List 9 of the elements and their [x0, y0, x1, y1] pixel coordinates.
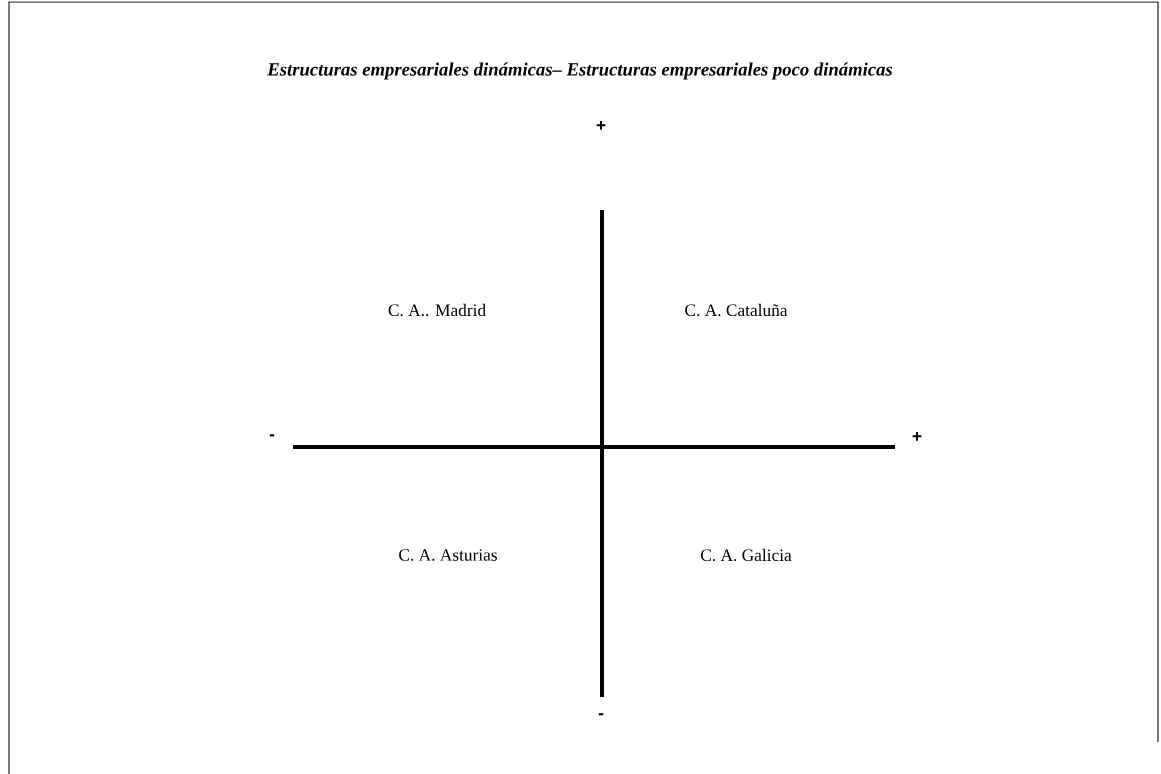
axis-sign: +	[596, 120, 606, 130]
quadrant-label: C. A. Galicia	[701, 548, 792, 562]
quadrant-label: C. A. Asturias	[399, 549, 497, 561]
axis-sign: -	[598, 713, 604, 716]
axis-sign: +	[912, 431, 922, 441]
quadrant-label: C. A. Cataluña	[685, 303, 788, 317]
title: Estructuras empresariales dinámicas– Estructuras empresariales poco dinámicas	[267, 62, 893, 80]
quadrant-label: C. A.. Madrid	[388, 303, 486, 317]
axis-sign: -	[269, 434, 275, 437]
